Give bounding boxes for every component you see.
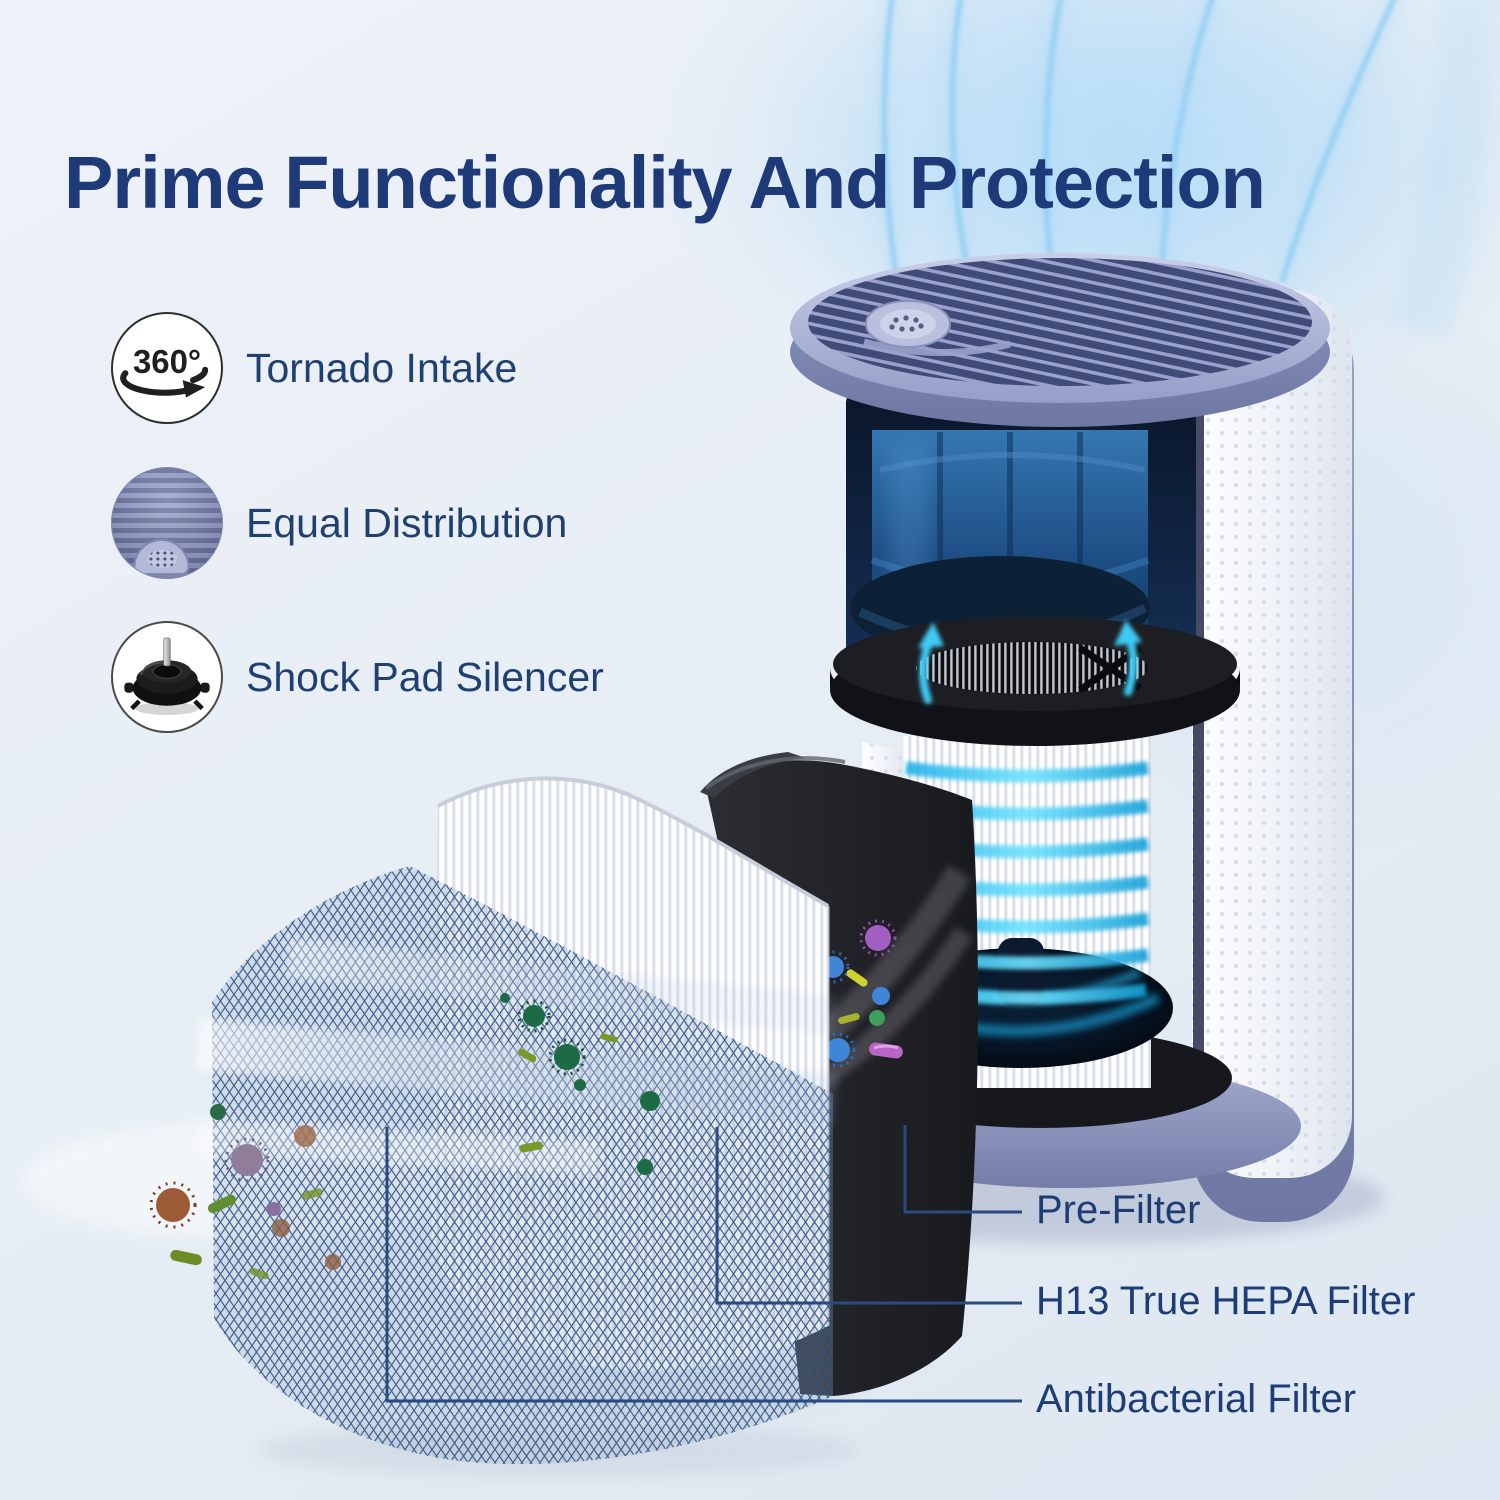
360-icon-graphic: 360° [120, 343, 209, 398]
grille-button [133, 539, 190, 575]
top-grille-photo-icon [111, 467, 223, 579]
green-microbes-on-mesh [500, 993, 660, 1175]
page-title: Prime Functionality And Protection [64, 140, 1266, 224]
360-degree-text: 360° [133, 343, 201, 380]
leader-line-pre-filter [903, 1125, 1022, 1214]
control-button [865, 300, 951, 348]
feature-row-shock-pad-silencer: Shock Pad Silencer [111, 621, 604, 733]
shell-cut-edge [1193, 330, 1204, 1130]
callout-label-antibacterial-filter: Antibacterial Filter [1036, 1377, 1357, 1421]
callout-label-pre-filter: Pre-Filter [1036, 1188, 1201, 1232]
motor-photo-icon [111, 621, 223, 733]
motor-graphic [124, 637, 210, 716]
callout-label-hepa-filter: H13 True HEPA Filter [1036, 1279, 1416, 1323]
separator-disc [830, 617, 1240, 746]
feature-row-equal-distribution: Equal Distribution [111, 467, 567, 579]
feature-label-tornado-intake: Tornado Intake [246, 344, 518, 391]
leader-lines [385, 1125, 1022, 1403]
grille-button-dots [147, 550, 178, 568]
360-rotation-icon: 360° [111, 312, 223, 424]
feature-row-tornado-intake: 360° Tornado Intake [111, 312, 517, 424]
leader-line-antibacterial-filter [385, 1127, 1022, 1403]
top-grille-disc [790, 253, 1330, 427]
leader-line-hepa-filter [715, 1127, 1022, 1305]
dust-and-microbe-particles [149, 993, 660, 1280]
feature-label-equal-distribution: Equal Distribution [246, 499, 568, 546]
feature-label-shock-pad-silencer: Shock Pad Silencer [246, 653, 604, 700]
air-purifier-illustration [790, 253, 1354, 1222]
airflow-arrow-icons [918, 620, 1142, 704]
